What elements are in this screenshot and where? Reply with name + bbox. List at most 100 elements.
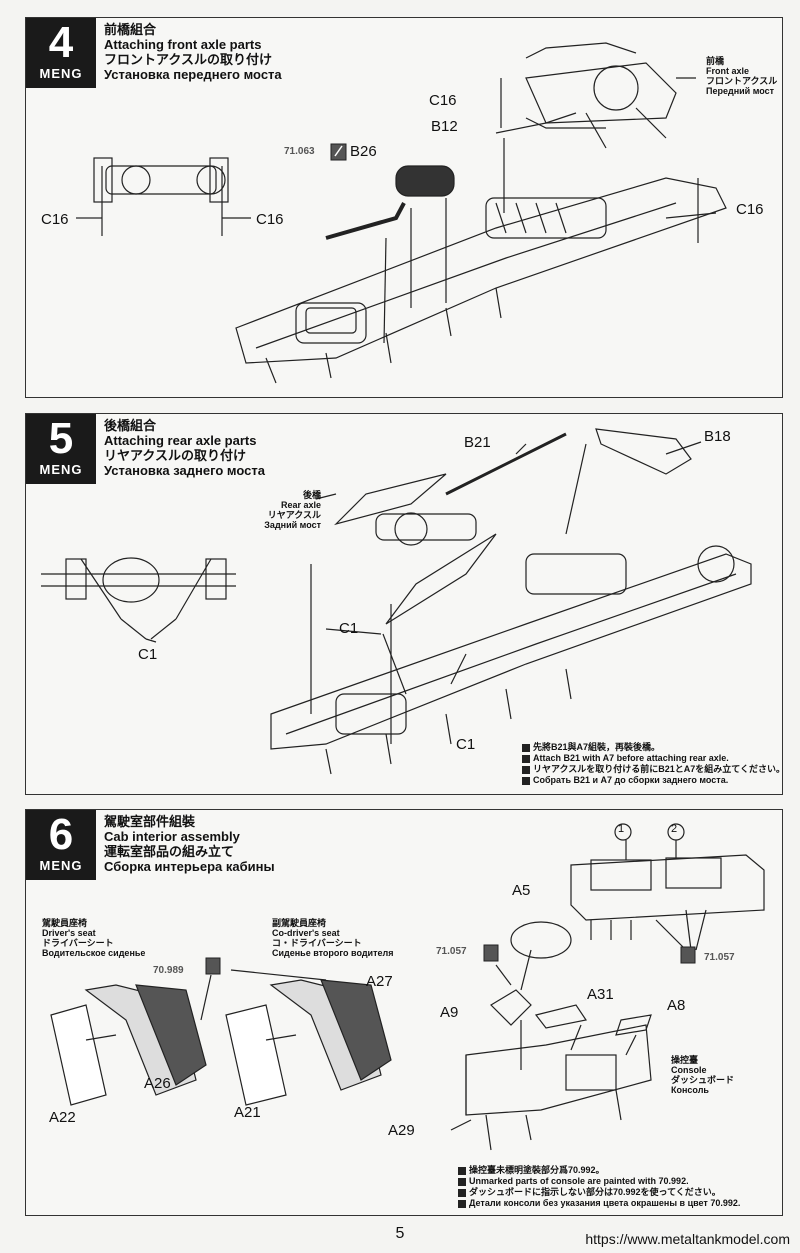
part-label-c16: C16 (256, 211, 284, 228)
callout-ru: Задний мост (264, 520, 321, 530)
caption-zh: 操控臺 (671, 1055, 699, 1065)
title-ru: Сборка интерьера кабины (104, 859, 275, 874)
callout-ja: フロントアクスル (706, 76, 778, 86)
title-ru: Установка заднего моста (104, 463, 265, 478)
circle-step-1: 1 (618, 823, 625, 835)
assembly-notes: 操控臺未標明塗裝部分爲70.992。 Unmarked parts of con… (458, 1165, 740, 1209)
step-number: 4 (48, 18, 74, 67)
step-titles: 前橋組合 Attaching front axle parts フロントアクスル… (104, 22, 282, 82)
callout-zh: 前橋 (706, 56, 725, 66)
title-zh: 前橋組合 (104, 22, 157, 37)
assembly-notes: 先將B21與A7組裝，再裝後橋。 Attach B21 with A7 befo… (522, 742, 785, 786)
part-label-a21: A21 (234, 1104, 261, 1121)
part-label-b12: B12 (431, 118, 458, 135)
paint-code: 71.063 (284, 146, 315, 157)
caption-ru: Водительское сиденье (42, 948, 146, 958)
rear-axle-illustration (41, 428, 752, 775)
title-en: Attaching rear axle parts (104, 433, 257, 448)
note-row: Детали консоли без указания цвета окраше… (458, 1198, 740, 1209)
note-row: Собрать B21 и A7 до сборки заднего моста… (522, 775, 785, 786)
flag-icon (522, 754, 530, 763)
note-row: 先將B21與A7組裝，再裝後橋。 (522, 742, 785, 753)
callout-en: Rear axle (280, 500, 321, 510)
title-en: Cab interior assembly (104, 829, 240, 844)
part-label-a31: A31 (587, 986, 614, 1003)
driver-seat-caption: 駕駛員座椅 Driver's seat ドライバーシート Водительско… (42, 918, 145, 958)
front-axle-illustration (76, 42, 727, 384)
flag-icon (522, 776, 530, 785)
paint-code: 70.989 (153, 965, 184, 976)
caption-zh: 副駕駛員座椅 (272, 918, 327, 928)
flag-icon (458, 1188, 466, 1197)
note-row: ダッシュボードに指示しない部分は70.992を使ってください。 (458, 1187, 740, 1198)
note-row: リヤアクスルを取り付ける前にB21とA7を組み立てください。 (522, 764, 785, 775)
part-label-c1: C1 (138, 646, 158, 663)
brand-logo: MENG (39, 66, 83, 81)
step-6-panel: 6 MENG 駕駛室部件組裝 Cab interior assembly 運転室… (25, 809, 783, 1216)
rear-axle-callout: 後橋 Rear axle リヤアクスル Задний мост (231, 490, 321, 530)
step-badge: 6 MENG (26, 810, 96, 880)
cab-interior-illustration (50, 823, 765, 1151)
part-label-a22: A22 (49, 1109, 76, 1126)
part-label-a26: A26 (144, 1075, 171, 1092)
part-label-a5: A5 (512, 882, 531, 899)
title-ja: リヤアクスルの取り付け (104, 448, 246, 463)
part-label-c16: C16 (429, 92, 457, 109)
part-label-b18: B18 (704, 428, 731, 445)
step-badge: 4 MENG (26, 18, 96, 88)
caption-ja: コ・ドライバーシート (272, 938, 362, 948)
note-row: 操控臺未標明塗裝部分爲70.992。 (458, 1165, 740, 1176)
title-ja: フロントアクスルの取り付け (104, 52, 272, 67)
note-row: Unmarked parts of console are painted wi… (458, 1176, 740, 1187)
step-badge: 5 MENG (26, 414, 96, 484)
caption-en: Driver's seat (42, 928, 96, 938)
step-number: 6 (48, 810, 74, 859)
flag-icon (458, 1166, 466, 1175)
brand-logo: MENG (39, 462, 83, 477)
callout-en: Front axle (706, 66, 750, 76)
paint-swatches (205, 944, 696, 975)
part-label-c16: C16 (41, 211, 69, 228)
callout-ja: リヤアクスル (267, 510, 321, 520)
source-url: https://www.metaltankmodel.com (585, 1231, 790, 1247)
flag-icon (458, 1199, 466, 1208)
caption-ru: Консоль (671, 1085, 709, 1095)
title-zh: 駕駛室部件組裝 (104, 814, 196, 829)
step-titles: 駕駛室部件組裝 Cab interior assembly 運転室部品の組み立て… (104, 814, 275, 874)
part-label-a29: A29 (388, 1122, 415, 1139)
part-label-b26: B26 (350, 143, 377, 160)
step-4-panel: 4 MENG 前橋組合 Attaching front axle parts フ… (25, 17, 783, 398)
callout-ru: Передний мост (706, 86, 775, 96)
part-label-c16: C16 (736, 201, 764, 218)
caption-zh: 駕駛員座椅 (42, 918, 88, 928)
page-number: 5 (395, 1225, 405, 1242)
flag-icon (458, 1177, 466, 1186)
codriver-seat-caption: 副駕駛員座椅 Co-driver's seat コ・ドライバーシート Сиден… (272, 918, 393, 958)
caption-en: Console (671, 1065, 707, 1075)
part-label-c1: C1 (339, 620, 359, 637)
note-row: Attach B21 with A7 before attaching rear… (522, 753, 785, 764)
front-axle-callout: 前橋 Front axle フロントアクスル Передний мост (706, 56, 777, 96)
part-label-b21: B21 (464, 434, 491, 451)
circle-step-2: 2 (671, 823, 678, 835)
callout-zh: 後橋 (302, 490, 321, 500)
caption-ru: Сиденье второго водителя (272, 948, 394, 958)
paint-code: 71.057 (704, 952, 735, 963)
part-label-a8: A8 (667, 997, 686, 1014)
title-ja: 運転室部品の組み立て (104, 844, 235, 859)
flag-icon (522, 743, 530, 752)
step-5-panel: 5 MENG 後橋組合 Attaching rear axle parts リヤ… (25, 413, 785, 795)
console-caption: 操控臺 Console ダッシュボード Консоль (671, 1055, 734, 1095)
title-en: Attaching front axle parts (104, 37, 262, 52)
caption-ja: ダッシュボード (671, 1075, 735, 1085)
brand-logo: MENG (39, 858, 83, 873)
part-label-a27: A27 (366, 973, 393, 990)
paint-code: 71.057 (436, 946, 467, 957)
caption-en: Co-driver's seat (272, 928, 340, 938)
flag-icon (522, 765, 530, 774)
title-ru: Установка переднего моста (104, 67, 282, 82)
caption-ja: ドライバーシート (42, 938, 114, 948)
title-zh: 後橋組合 (104, 418, 157, 433)
step-number: 5 (48, 414, 74, 463)
step-titles: 後橋組合 Attaching rear axle parts リヤアクスルの取り… (104, 418, 265, 478)
